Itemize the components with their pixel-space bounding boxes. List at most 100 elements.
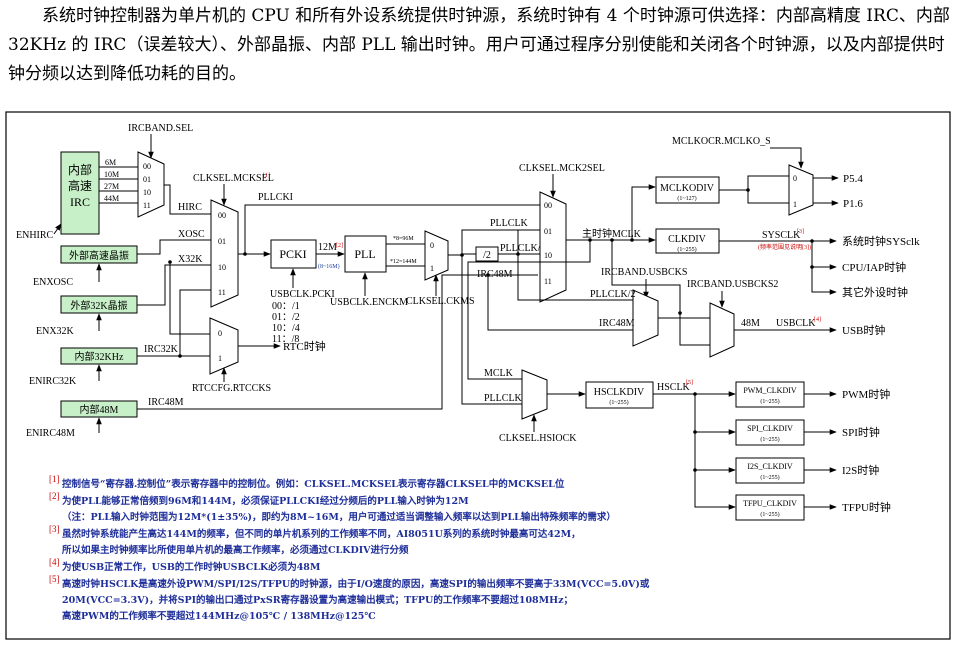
svg-text:[5]: [5] [49,574,60,584]
svg-text:[2]: [2] [336,243,343,249]
svg-text:外部32K晶振: 外部32K晶振 [70,299,127,312]
svg-text:[4]: [4] [49,557,60,567]
clksel-mcksel-label: CLKSEL.MCKSEL [193,173,274,184]
p54-output: P5.4 [843,173,863,185]
usbclk-pcki-label: USBCLK.PCKI [270,289,335,300]
hsiock-mux [521,369,548,420]
note-2a: 为使PLL能够正常倍频到96M和144M，必须保证PLLCKI经过分频后的PLL… [62,495,469,507]
enirc32k-label: ENIRC32K [29,376,77,387]
svg-text:外部高速晶振: 外部高速晶振 [69,249,129,262]
svg-text:内部32KHz: 内部32KHz [75,350,124,363]
mclkocr-label: MCLKOCR.MCLKO_S [672,136,771,147]
xosc-label: XOSC [178,229,205,240]
svg-text:[3]: [3] [49,524,60,534]
svg-text:PWM_CLKDIV: PWM_CLKDIV [743,386,797,395]
pll-block [344,235,387,273]
pllclk-label: PLLCLK [490,218,529,229]
enhirc-label: ENHIRC [16,230,54,241]
clksel-mck2sel-label: CLKSEL.MCK2SEL [519,163,605,174]
clk-48m-label: 48M [741,318,760,329]
mck2sel-mux [539,191,567,303]
mclk-label: MCLK [484,368,514,379]
clkdiv-block [655,228,720,254]
tfpu-clkdiv-block [735,494,805,521]
usbcks2-mux [709,302,735,358]
pll-x12-label: *12=144M [390,259,417,265]
svg-text:11：/8: 11：/8 [272,334,299,345]
usbclk-label: USBCLK [776,318,816,329]
sysclk-label: SYSCLK [762,230,801,241]
note-5c: 高速PWM的工作频率不要超过144MHz@105℃ / 138MHz@125℃ [62,610,376,622]
svg-text:(1~255): (1~255) [760,474,779,481]
ircband-sel-mux [137,151,165,218]
irc-freq-6m: 6M [105,158,116,167]
usb-clock-output: USB时钟 [842,323,885,337]
irc-label-1: 内部 [68,162,92,177]
svg-text:CLKDIV: CLKDIV [668,234,707,245]
irc-label-2: 高速 [68,178,92,193]
irc-freq-44m: 44M [104,194,119,203]
svg-text:00: 00 [218,211,226,220]
svg-text:1: 1 [218,354,222,363]
pllcki-label: PLLCKI [258,192,293,203]
svg-text:HSCLKDIV: HSCLKDIV [594,387,645,398]
usbclk-enckm-label: USBCLK.ENCKM [330,297,408,308]
svg-text:10: 10 [143,188,151,197]
mclkodiv-block [655,176,720,204]
svg-text:内部48M: 内部48M [80,403,119,416]
svg-text:[3]: [3] [797,229,804,235]
note-5a: 高速时钟HSCLK是高速外设PWM/SPI/I2S/TFPU的时钟源，由于I/O… [62,578,650,590]
mclko-output-mux [788,164,814,216]
ircband-usbcks-label: IRCBAND.USBCKS [601,267,687,278]
svg-text:00: 00 [143,162,151,171]
svg-text:(1~255): (1~255) [760,511,779,518]
svg-text:11: 11 [544,277,552,286]
svg-text:SPI_CLKDIV: SPI_CLKDIV [747,424,793,433]
svg-text:0: 0 [218,329,222,338]
svg-text:0: 0 [793,174,797,183]
irc-freq-27m: 27M [104,182,119,191]
ircband-sel-label: IRCBAND.SEL [128,123,193,134]
pllclk-hsiock-label: PLLCLK [484,393,523,404]
pllclk-div2b-label: PLLCLK/2 [590,289,636,300]
periph-output: 其它外设时钟 [842,285,908,299]
svg-text:01: 01 [143,175,151,184]
svg-text:(1~255): (1~255) [609,399,628,406]
enxosc-label: ENXOSC [33,277,73,288]
i2s-clock-output: I2S时钟 [842,463,879,477]
usbcks-mux [632,289,659,347]
tfpu-clock-output: TFPU时钟 [842,500,891,514]
hirc-label: HIRC [178,202,202,213]
svg-text:(1~255): (1~255) [760,436,779,443]
svg-text:[1]: [1] [263,173,270,179]
note-5b: 20M(VCC=3.3V)，并将SPI的输出口通过PxSR寄存器设置为高速输出模… [62,594,573,606]
sysclk-note: (频率范围见说明[3]) [758,243,811,251]
svg-text:[1]: [1] [49,474,60,484]
svg-text:01：/2: 01：/2 [272,312,300,323]
pll-x8-label: *8=96M [393,236,414,242]
note-2b: （注：PLL输入时钟范围为12M*(1±35%)，即约为8M~16M，用户可通过… [62,511,616,523]
spi-clock-output: SPI时钟 [842,425,880,439]
spi-clkdiv-block [735,419,805,446]
note-4: 为使USB正常工作，USB的工作时钟USBCLK必须为48M [62,561,321,573]
svg-text:[2]: [2] [49,491,60,501]
pcki-divider-block [270,239,317,269]
pll-range-label: (8~16M) [318,263,340,270]
hsclkdiv-block [585,381,654,409]
intro-paragraph: 系统时钟控制器为单片机的 CPU 和所有外设系统提供时钟源，系统时钟有 4 个时… [8,6,950,84]
svg-text:11: 11 [143,201,151,210]
svg-text:1: 1 [793,200,797,209]
svg-text:00：/1: 00：/1 [272,301,300,312]
svg-text:(1~127): (1~127) [677,195,696,202]
enx32k-label: ENX32K [36,326,75,337]
irc32k-label: IRC32K [144,344,179,355]
i2s-clkdiv-block [735,457,805,484]
svg-text:MCLKODIV: MCLKODIV [660,183,715,194]
irc48m-usb-label: IRC48M [599,318,635,329]
rtc-mux [209,317,239,375]
mcksel-mux [210,199,239,308]
svg-text:TFPU_CLKDIV: TFPU_CLKDIV [743,499,797,508]
pwm-clkdiv-block [735,381,805,408]
note-1: 控制信号“寄存器.控制位”表示寄存器中的控制位。例如：CLKSEL.MCKSEL… [62,478,565,490]
